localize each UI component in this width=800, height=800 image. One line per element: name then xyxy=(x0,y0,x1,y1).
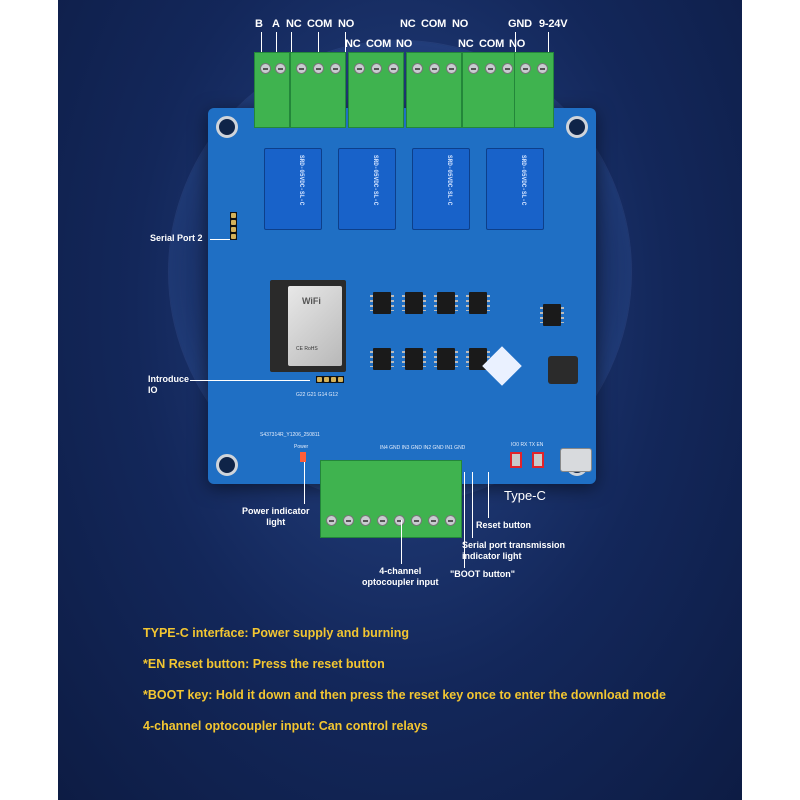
description-line-boot: *BOOT key: Hold it down and then press t… xyxy=(143,688,666,702)
mount-hole xyxy=(566,116,588,138)
terminal-block-relay-3 xyxy=(406,52,462,128)
terminal-block-relay-2 xyxy=(348,52,404,128)
label-nc3: NC xyxy=(400,18,416,30)
optocoupler-chip xyxy=(434,348,458,370)
callout-introduce-io: Introduce IO xyxy=(148,374,189,396)
optocoupler-chip xyxy=(402,292,426,314)
terminal-block-inputs xyxy=(320,460,462,538)
leader-line xyxy=(488,472,489,518)
mount-hole xyxy=(216,116,238,138)
esp-ce-mark: CE RoHS xyxy=(296,346,318,352)
relay-3: SRD-05VDC-SL-C xyxy=(412,148,470,230)
callout-type-c: Type-C xyxy=(504,488,546,503)
callout-optocoupler-line2: optocoupler input xyxy=(362,577,439,587)
leader-line xyxy=(304,462,305,504)
callout-serial-tx-line1: Serial port transmission xyxy=(462,540,566,550)
leader-line xyxy=(548,32,549,54)
leader-line xyxy=(261,32,262,54)
callout-optocoupler: 4-channel optocoupler input xyxy=(362,566,439,588)
label-com2: COM xyxy=(366,38,392,50)
callout-serial-tx-line2: indicator light xyxy=(462,551,522,561)
wifi-logo: WiFi xyxy=(302,296,321,306)
label-no4: NO xyxy=(509,38,526,50)
power-silk: Power xyxy=(294,444,309,450)
optocoupler-chip xyxy=(370,348,394,370)
reset-button xyxy=(532,452,544,468)
label-no3: NO xyxy=(452,18,469,30)
leader-line xyxy=(276,32,277,54)
relay-2: SRD-05VDC-SL-C xyxy=(338,148,396,230)
relay-4: SRD-05VDC-SL-C xyxy=(486,148,544,230)
feature-description-list: TYPE-C interface: Power supply and burni… xyxy=(143,626,666,750)
relay-board: SRD-05VDC-SL-C SRD-05VDC-SL-C SRD-05VDC-… xyxy=(208,108,596,484)
label-vin: 9-24V xyxy=(539,18,568,30)
label-b: B xyxy=(255,18,263,30)
callout-introduce-io-line1: Introduce xyxy=(148,374,190,384)
callout-introduce-io-line2: IO xyxy=(148,385,158,395)
terminal-block-relay-1 xyxy=(290,52,346,128)
button-labels: IO0 RX TX EN xyxy=(511,442,544,448)
product-image-frame: B A NC COM NO NC COM NO GND 9-24V NC COM… xyxy=(58,0,742,800)
terminal-block-rs485 xyxy=(254,52,290,128)
label-nc2: NC xyxy=(345,38,361,50)
description-line-optocoupler: 4-channel optocoupler input: Can control… xyxy=(143,719,428,733)
leader-line xyxy=(190,380,310,381)
esp32-module: WiFi CE RoHS xyxy=(270,280,346,372)
terminal-block-power xyxy=(514,52,554,128)
leader-line xyxy=(472,472,473,538)
input-pin-labels: IN4 GND IN3 GND IN2 GND IN1 GND xyxy=(380,445,466,451)
label-com4: COM xyxy=(479,38,505,50)
callout-power-light-line1: Power indicator xyxy=(242,506,310,516)
terminal-block-relay-4 xyxy=(462,52,518,128)
boot-button xyxy=(510,452,522,468)
label-a: A xyxy=(272,18,280,30)
optocoupler-chip xyxy=(434,292,458,314)
relay-1: SRD-05VDC-SL-C xyxy=(264,148,322,230)
relay-model-text: SRD-05VDC-SL-C xyxy=(446,155,453,206)
leader-line xyxy=(401,520,402,564)
callout-reset-button: Reset button xyxy=(476,520,531,530)
regulator-chip xyxy=(540,304,564,326)
optocoupler-chip xyxy=(402,348,426,370)
serial-port-2-header xyxy=(230,212,237,240)
relay-model-text: SRD-05VDC-SL-C xyxy=(372,155,379,206)
callout-boot-button: "BOOT button" xyxy=(450,569,516,579)
callout-power-light: Power indicator light xyxy=(242,506,310,528)
optocoupler-chip xyxy=(466,292,490,314)
usb-type-c-port xyxy=(560,448,592,472)
label-gnd: GND xyxy=(508,18,532,30)
relay-model-text: SRD-05VDC-SL-C xyxy=(298,155,305,206)
label-nc1: NC xyxy=(286,18,302,30)
esp32-shield: WiFi CE RoHS xyxy=(288,286,342,366)
leader-line xyxy=(291,32,292,54)
label-no2: NO xyxy=(396,38,413,50)
relay-model-text: SRD-05VDC-SL-C xyxy=(520,155,527,206)
callout-serial-tx: Serial port transmission indicator light xyxy=(462,540,565,562)
callout-serial-port-2: Serial Port 2 xyxy=(150,233,203,243)
board-serial-number: S437314R_Y1206_250811 xyxy=(260,432,320,438)
label-com1: COM xyxy=(307,18,333,30)
inductor xyxy=(548,356,578,384)
io-header xyxy=(316,376,344,383)
leader-line xyxy=(210,239,230,240)
label-nc4: NC xyxy=(458,38,474,50)
description-line-reset: *EN Reset button: Press the reset button xyxy=(143,657,385,671)
label-com3: COM xyxy=(421,18,447,30)
optocoupler-chip xyxy=(370,292,394,314)
power-led xyxy=(300,452,306,462)
leader-line xyxy=(345,32,346,54)
callout-optocoupler-line1: 4-channel xyxy=(379,566,422,576)
label-no1: NO xyxy=(338,18,355,30)
mount-hole xyxy=(216,454,238,476)
leader-line xyxy=(318,32,319,54)
leader-line xyxy=(464,472,465,568)
leader-line xyxy=(515,32,516,54)
description-line-type-c: TYPE-C interface: Power supply and burni… xyxy=(143,626,410,640)
callout-power-light-line2: light xyxy=(266,517,286,527)
io-pin-labels: G22 G21 G14 G12 xyxy=(296,392,338,398)
